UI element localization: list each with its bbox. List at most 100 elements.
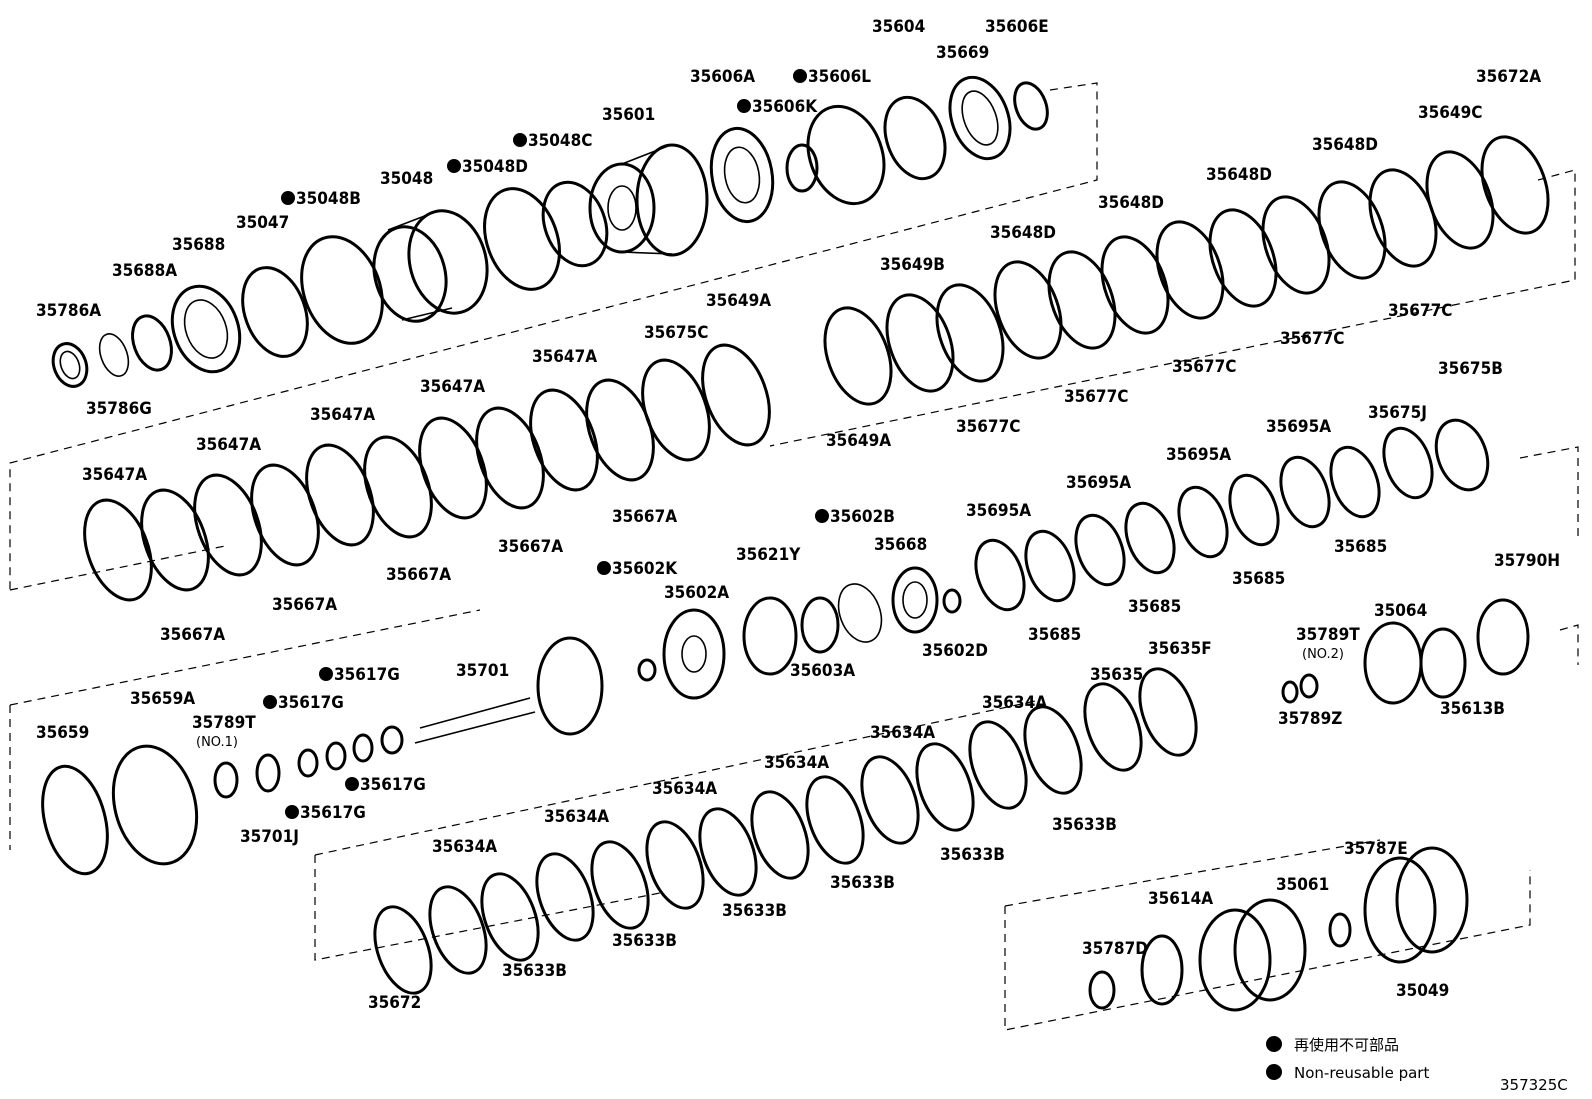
label-35613B: 35613B [1440,699,1505,719]
label-35688: 35688 [172,235,225,255]
nonreusable-markers [263,69,829,819]
label-35648D: 35648D [990,223,1056,243]
label-35617G: 35617G [300,803,366,823]
label-35789T: 35789T [192,713,256,733]
label-35634A: 35634A [870,723,935,743]
label-35048D: 35048D [462,157,528,177]
label-35787E: 35787E [1344,839,1408,859]
label-35677C: 35677C [956,417,1020,437]
label-35649A: 35649A [706,291,771,311]
label-35049: 35049 [1396,981,1449,1001]
label-35617G: 35617G [360,775,426,795]
label-35648D: 35648D [1098,193,1164,213]
label-35602D: 35602D [922,641,988,661]
label-35672A: 35672A [1476,67,1541,87]
label-35634A: 35634A [982,693,1047,713]
label-35685: 35685 [1028,625,1081,645]
label-35635: 35635 [1090,665,1143,685]
label-35647A: 35647A [532,347,597,367]
label-35633B: 35633B [940,845,1005,865]
label-35787D: 35787D [1082,939,1148,959]
label-35633B: 35633B [502,961,567,981]
label-35614A: 35614A [1148,889,1213,909]
label-35786G: 35786G [86,399,152,419]
label-35647A: 35647A [196,435,261,455]
label-35789T-note: (NO.2) [1302,647,1344,662]
label-35048C: 35048C [528,131,592,151]
label-35659A: 35659A [130,689,195,709]
label-35633B: 35633B [612,931,677,951]
label-35617G: 35617G [334,665,400,685]
label-35695A: 35695A [1066,473,1131,493]
label-35634A: 35634A [652,779,717,799]
label-35790H: 35790H [1494,551,1560,571]
label-35786A: 35786A [36,301,101,321]
label-35677C: 35677C [1064,387,1128,407]
label-35633B: 35633B [722,901,787,921]
label-35789Z: 35789Z [1278,709,1342,729]
label-35647A: 35647A [420,377,485,397]
label-35675C: 35675C [644,323,708,343]
label-35677C: 35677C [1172,357,1236,377]
row4-parts [41,598,1530,995]
label-35701J: 35701J [240,827,299,847]
label-35606L: 35606L [808,67,871,87]
label-35677C: 35677C [1280,329,1344,349]
label-35677C: 35677C [1388,301,1452,321]
label-35789T: 35789T [1296,625,1360,645]
legend-marker-2 [1266,1064,1282,1080]
label-35672: 35672 [368,993,421,1013]
label-35685: 35685 [1128,597,1181,617]
label-35061: 35061 [1276,875,1329,895]
label-35048B: 35048B [296,189,361,209]
legend-marker-1 [1266,1036,1282,1052]
label-35789T-note: (NO.1) [196,735,238,750]
label-35701: 35701 [456,661,509,681]
label-35617G: 35617G [278,693,344,713]
legend: 再使用不可部品 Non-reusable part [1266,1036,1429,1082]
label-35667A: 35667A [272,595,337,615]
label-35659: 35659 [36,723,89,743]
label-35667A: 35667A [160,625,225,645]
label-35604: 35604 [872,17,925,37]
label-35633B: 35633B [830,873,895,893]
label-35634A: 35634A [544,807,609,827]
label-35695A: 35695A [1266,417,1331,437]
legend-text-en: Non-reusable part [1294,1064,1429,1082]
label-35695A: 35695A [966,501,1031,521]
label-35603A: 35603A [790,661,855,681]
label-35621Y: 35621Y [736,545,801,565]
diagram-code: 357325C [1500,1076,1568,1094]
label-35648D: 35648D [1312,135,1378,155]
label-35688A: 35688A [112,261,177,281]
label-35602K: 35602K [612,559,678,579]
label-35648D: 35648D [1206,165,1272,185]
label-35667A: 35667A [612,507,677,527]
label-35649C: 35649C [1418,103,1482,123]
label-35606E: 35606E [985,17,1049,37]
label-35649B: 35649B [880,255,945,275]
row2-left-parts [83,343,771,602]
label-35606K: 35606K [752,97,818,117]
label-35669: 35669 [936,43,989,63]
label-35647A: 35647A [82,465,147,485]
label-35606A: 35606A [690,67,755,87]
row2-right-parts [823,135,1550,406]
label-35047: 35047 [236,213,289,233]
label-35064: 35064 [1374,601,1427,621]
row5-parts [1088,846,1469,1012]
label-35695A: 35695A [1166,445,1231,465]
label-35647A: 35647A [310,405,375,425]
label-35048: 35048 [380,169,433,189]
label-35634A: 35634A [432,837,497,857]
label-35667A: 35667A [386,565,451,585]
label-35675J: 35675J [1368,403,1427,423]
label-35649A: 35649A [826,431,891,451]
label-35601: 35601 [602,105,655,125]
label-35668: 35668 [874,535,927,555]
label-35633B: 35633B [1052,815,1117,835]
row3-parts [637,418,1490,700]
legend-text-jp: 再使用不可部品 [1294,1036,1399,1054]
label-35602B: 35602B [830,507,895,527]
